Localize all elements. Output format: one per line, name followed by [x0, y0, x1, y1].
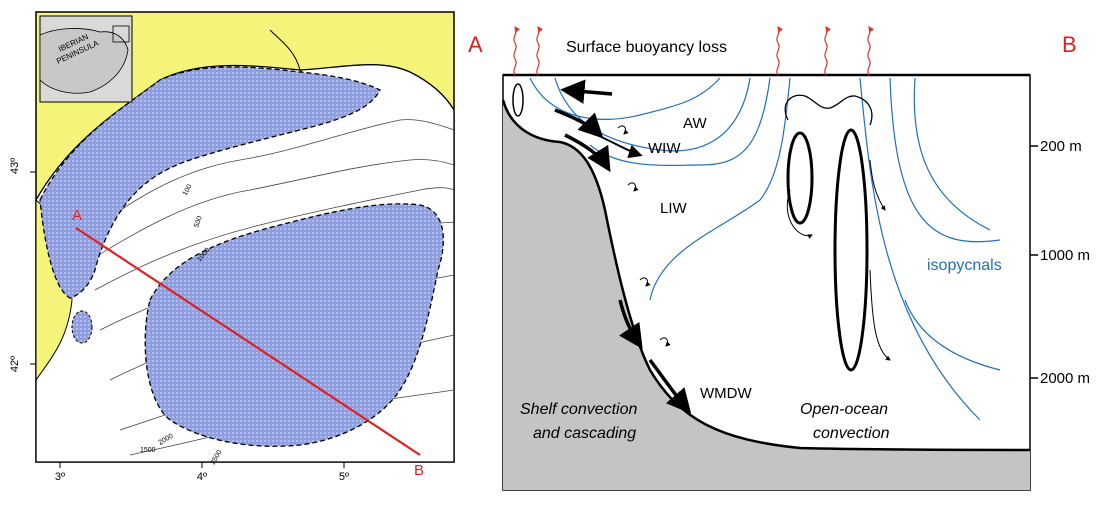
- lon-label-4: 4º: [197, 471, 207, 483]
- inset-map: IBERIAN PENINSULA: [39, 15, 133, 103]
- depth-label-2000: 2000 m: [1040, 370, 1090, 387]
- shelf-convection-label-1: Shelf convection: [520, 401, 638, 418]
- isopycnals: [529, 77, 1001, 421]
- offshore-convection-zone: [144, 203, 444, 447]
- water-mass-aw: AW: [683, 115, 707, 132]
- surface-buoyancy-loss-label: Surface buoyancy loss: [566, 39, 727, 56]
- section-end-label: B: [414, 462, 424, 479]
- isopycnals-label: isopycnals: [927, 257, 1002, 274]
- isobath-label-100: 100: [182, 183, 194, 197]
- section-label-b: B: [1062, 32, 1077, 57]
- water-mass-liw: LIW: [660, 200, 688, 217]
- depth-label-1000: 1000 m: [1040, 247, 1090, 264]
- lon-label-5: 5º: [339, 471, 349, 483]
- ocean-convection-label-1: Open-ocean: [800, 401, 888, 418]
- section-line: [75, 227, 421, 456]
- shelf-convection-zone: [39, 66, 381, 299]
- ocean-convection-label-2: convection: [813, 425, 890, 442]
- map-panel: IBERIAN PENINSULA 100 500 1000 1500 2000…: [9, 11, 455, 483]
- seafloor-outline: [501, 99, 1031, 452]
- section-label-a: A: [468, 32, 483, 57]
- seafloor: [503, 100, 1030, 490]
- isobath-label-1500: 1500: [140, 447, 156, 454]
- heat-loss-arrows: [513, 26, 875, 76]
- depth-label-200: 200 m: [1040, 138, 1082, 155]
- shelf-convection-label-2: and cascading: [533, 425, 636, 442]
- lat-label-43: 43º: [9, 158, 21, 174]
- section-panel: 200 m 1000 m 2000 m A B Surface buoyancy…: [468, 26, 1090, 491]
- section-start-label: A: [72, 207, 82, 224]
- circulation-arrows: [512, 79, 891, 414]
- water-mass-wmdw: WMDW: [700, 385, 752, 402]
- water-mass-wiw: WIW: [648, 140, 681, 157]
- lat-label-42: 42º: [9, 356, 21, 372]
- lon-label-3: 3º: [55, 471, 65, 483]
- isobath-label-500: 500: [193, 215, 204, 228]
